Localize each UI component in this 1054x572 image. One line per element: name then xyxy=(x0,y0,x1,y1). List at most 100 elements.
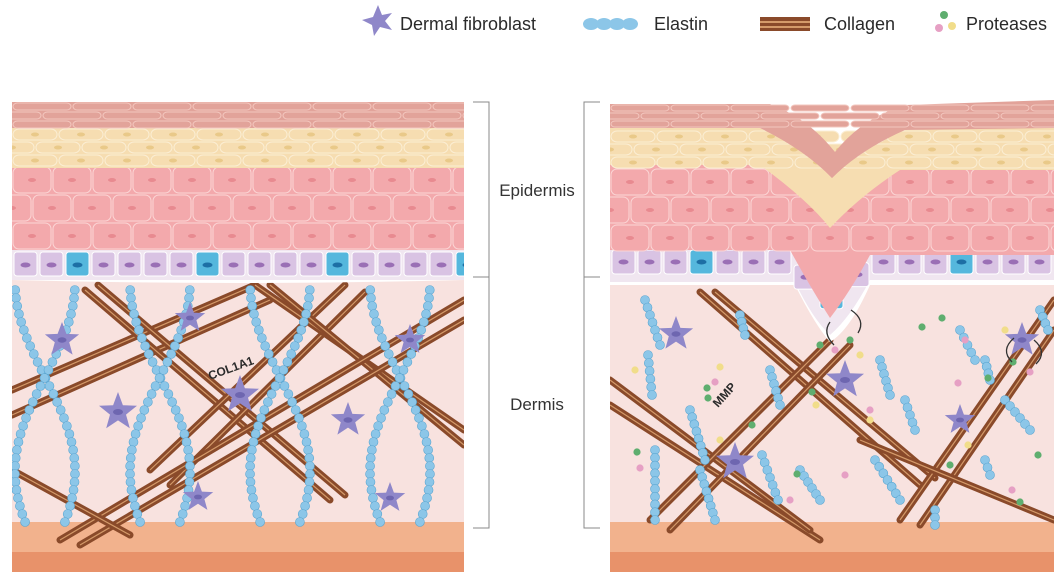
nucleus xyxy=(675,135,683,139)
elastin-bead xyxy=(68,494,77,503)
basal-nucleus xyxy=(723,260,733,265)
elastin-bead xyxy=(14,310,23,319)
elastin-bead xyxy=(12,446,21,455)
elastin-bead xyxy=(21,518,30,527)
elastin-bead xyxy=(369,438,378,447)
nucleus xyxy=(28,178,36,182)
elastin-bead xyxy=(366,294,375,303)
elastin-bead xyxy=(305,454,314,463)
cell xyxy=(941,113,999,119)
nucleus xyxy=(1043,135,1051,139)
elastin-bead xyxy=(297,422,306,431)
nucleus xyxy=(307,159,315,163)
elastin-bead xyxy=(184,446,193,455)
nucleus xyxy=(951,161,959,165)
elastin-bead xyxy=(44,366,53,375)
cell xyxy=(611,121,669,127)
elastin-bead xyxy=(304,486,313,495)
elastin-bead xyxy=(288,398,297,407)
nucleus xyxy=(468,178,476,182)
nucleus xyxy=(706,180,714,184)
cell xyxy=(791,121,849,127)
elastin-bead xyxy=(931,521,940,530)
elastin-bead xyxy=(374,422,383,431)
elastin-bead xyxy=(252,318,261,327)
legend-proteases-label: Proteases xyxy=(966,14,1047,34)
nucleus xyxy=(148,178,156,182)
fibroblast-nucleus xyxy=(840,377,850,383)
basal-nucleus xyxy=(333,263,343,268)
nucleus xyxy=(376,146,384,150)
elastin-bead xyxy=(261,342,270,351)
protease xyxy=(954,379,961,386)
elastin-bead xyxy=(425,478,434,487)
protease xyxy=(711,378,718,385)
nucleus xyxy=(123,133,131,137)
elastin-bead xyxy=(129,438,138,447)
nucleus xyxy=(726,208,734,212)
legend-elastin-label: Elastin xyxy=(654,14,708,34)
elastin-bead xyxy=(164,390,173,399)
elastin-bead xyxy=(305,470,314,479)
elastin-bead xyxy=(257,414,266,423)
protease xyxy=(631,366,638,373)
elastin-bead xyxy=(425,286,434,295)
elastin-bead xyxy=(246,478,255,487)
elastin-bead xyxy=(134,326,143,335)
elastin-bead xyxy=(424,446,433,455)
nucleus xyxy=(1020,148,1028,152)
elastin-bead xyxy=(776,401,785,410)
cell xyxy=(193,121,251,128)
nucleus xyxy=(686,208,694,212)
nucleus xyxy=(215,159,223,163)
elastin-legend-icon xyxy=(583,18,638,30)
elastin-bead xyxy=(911,426,920,435)
nucleus xyxy=(328,206,336,210)
nucleus xyxy=(886,208,894,212)
elastin-bead xyxy=(248,302,257,311)
cell xyxy=(313,103,371,110)
elastin-bead xyxy=(387,390,396,399)
cell xyxy=(0,112,41,119)
fibroblast-nucleus xyxy=(386,496,394,501)
elastin-bead xyxy=(29,350,38,359)
nucleus xyxy=(31,133,39,137)
elastin-bead xyxy=(302,310,311,319)
elastin-bead xyxy=(249,438,258,447)
elastin-bead xyxy=(246,294,255,303)
protease xyxy=(984,374,991,381)
cell xyxy=(1031,121,1054,127)
basal-nucleus xyxy=(879,260,889,265)
elastin-bead xyxy=(366,286,375,295)
elastin-bead xyxy=(369,310,378,319)
elastin-bead xyxy=(408,398,417,407)
elastin-bead xyxy=(11,470,20,479)
basal-nucleus xyxy=(47,263,57,268)
nucleus xyxy=(169,133,177,137)
nucleus xyxy=(68,234,76,238)
elastin-bead xyxy=(425,294,434,303)
fibroblast-nucleus xyxy=(113,409,123,415)
elastin-bead xyxy=(253,510,262,519)
protease xyxy=(636,464,643,471)
elastin-bead xyxy=(301,502,310,511)
nucleus xyxy=(368,206,376,210)
elastin-bead xyxy=(22,414,31,423)
elastin-bead xyxy=(647,383,656,392)
elastin-bead xyxy=(62,422,71,431)
cell xyxy=(103,112,161,119)
nucleus xyxy=(951,135,959,139)
elastin-bead xyxy=(383,398,392,407)
elastin-bead xyxy=(65,430,74,439)
cell xyxy=(453,167,491,193)
protease xyxy=(786,496,793,503)
cell xyxy=(253,121,311,128)
elastin-bead xyxy=(48,358,57,367)
elastin-bead xyxy=(126,294,135,303)
elastin-bead xyxy=(303,302,312,311)
basal-nucleus xyxy=(931,260,941,265)
elastin-bead xyxy=(181,502,190,511)
nucleus xyxy=(8,146,16,150)
elastin-bead xyxy=(132,318,141,327)
protease xyxy=(918,323,925,330)
